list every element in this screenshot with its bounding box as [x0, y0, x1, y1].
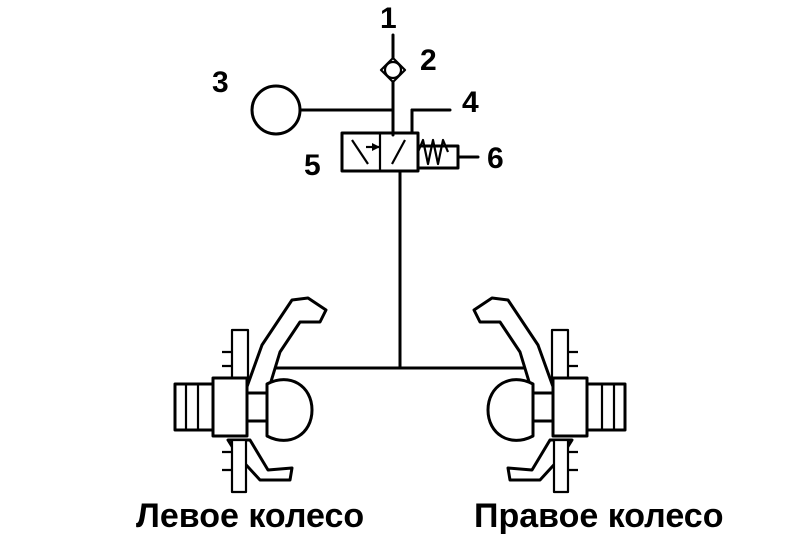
left-wheel-assembly [173, 296, 328, 494]
return-line [410, 108, 452, 135]
callout-4: 4 [462, 86, 479, 119]
solenoid-valve-symbol [340, 131, 480, 173]
callout-3: 3 [212, 66, 229, 99]
check-valve-symbol [379, 56, 407, 84]
callout-5: 5 [304, 149, 321, 182]
callout-1: 1 [380, 2, 397, 35]
accumulator-symbol [250, 84, 395, 136]
distribution-line [266, 169, 534, 370]
right-wheel-assembly [472, 296, 627, 494]
right-wheel-caption: Правое колесо [474, 497, 723, 535]
left-wheel-caption: Левое колесо [136, 497, 364, 535]
callout-2: 2 [420, 44, 437, 77]
callout-6: 6 [487, 142, 504, 175]
